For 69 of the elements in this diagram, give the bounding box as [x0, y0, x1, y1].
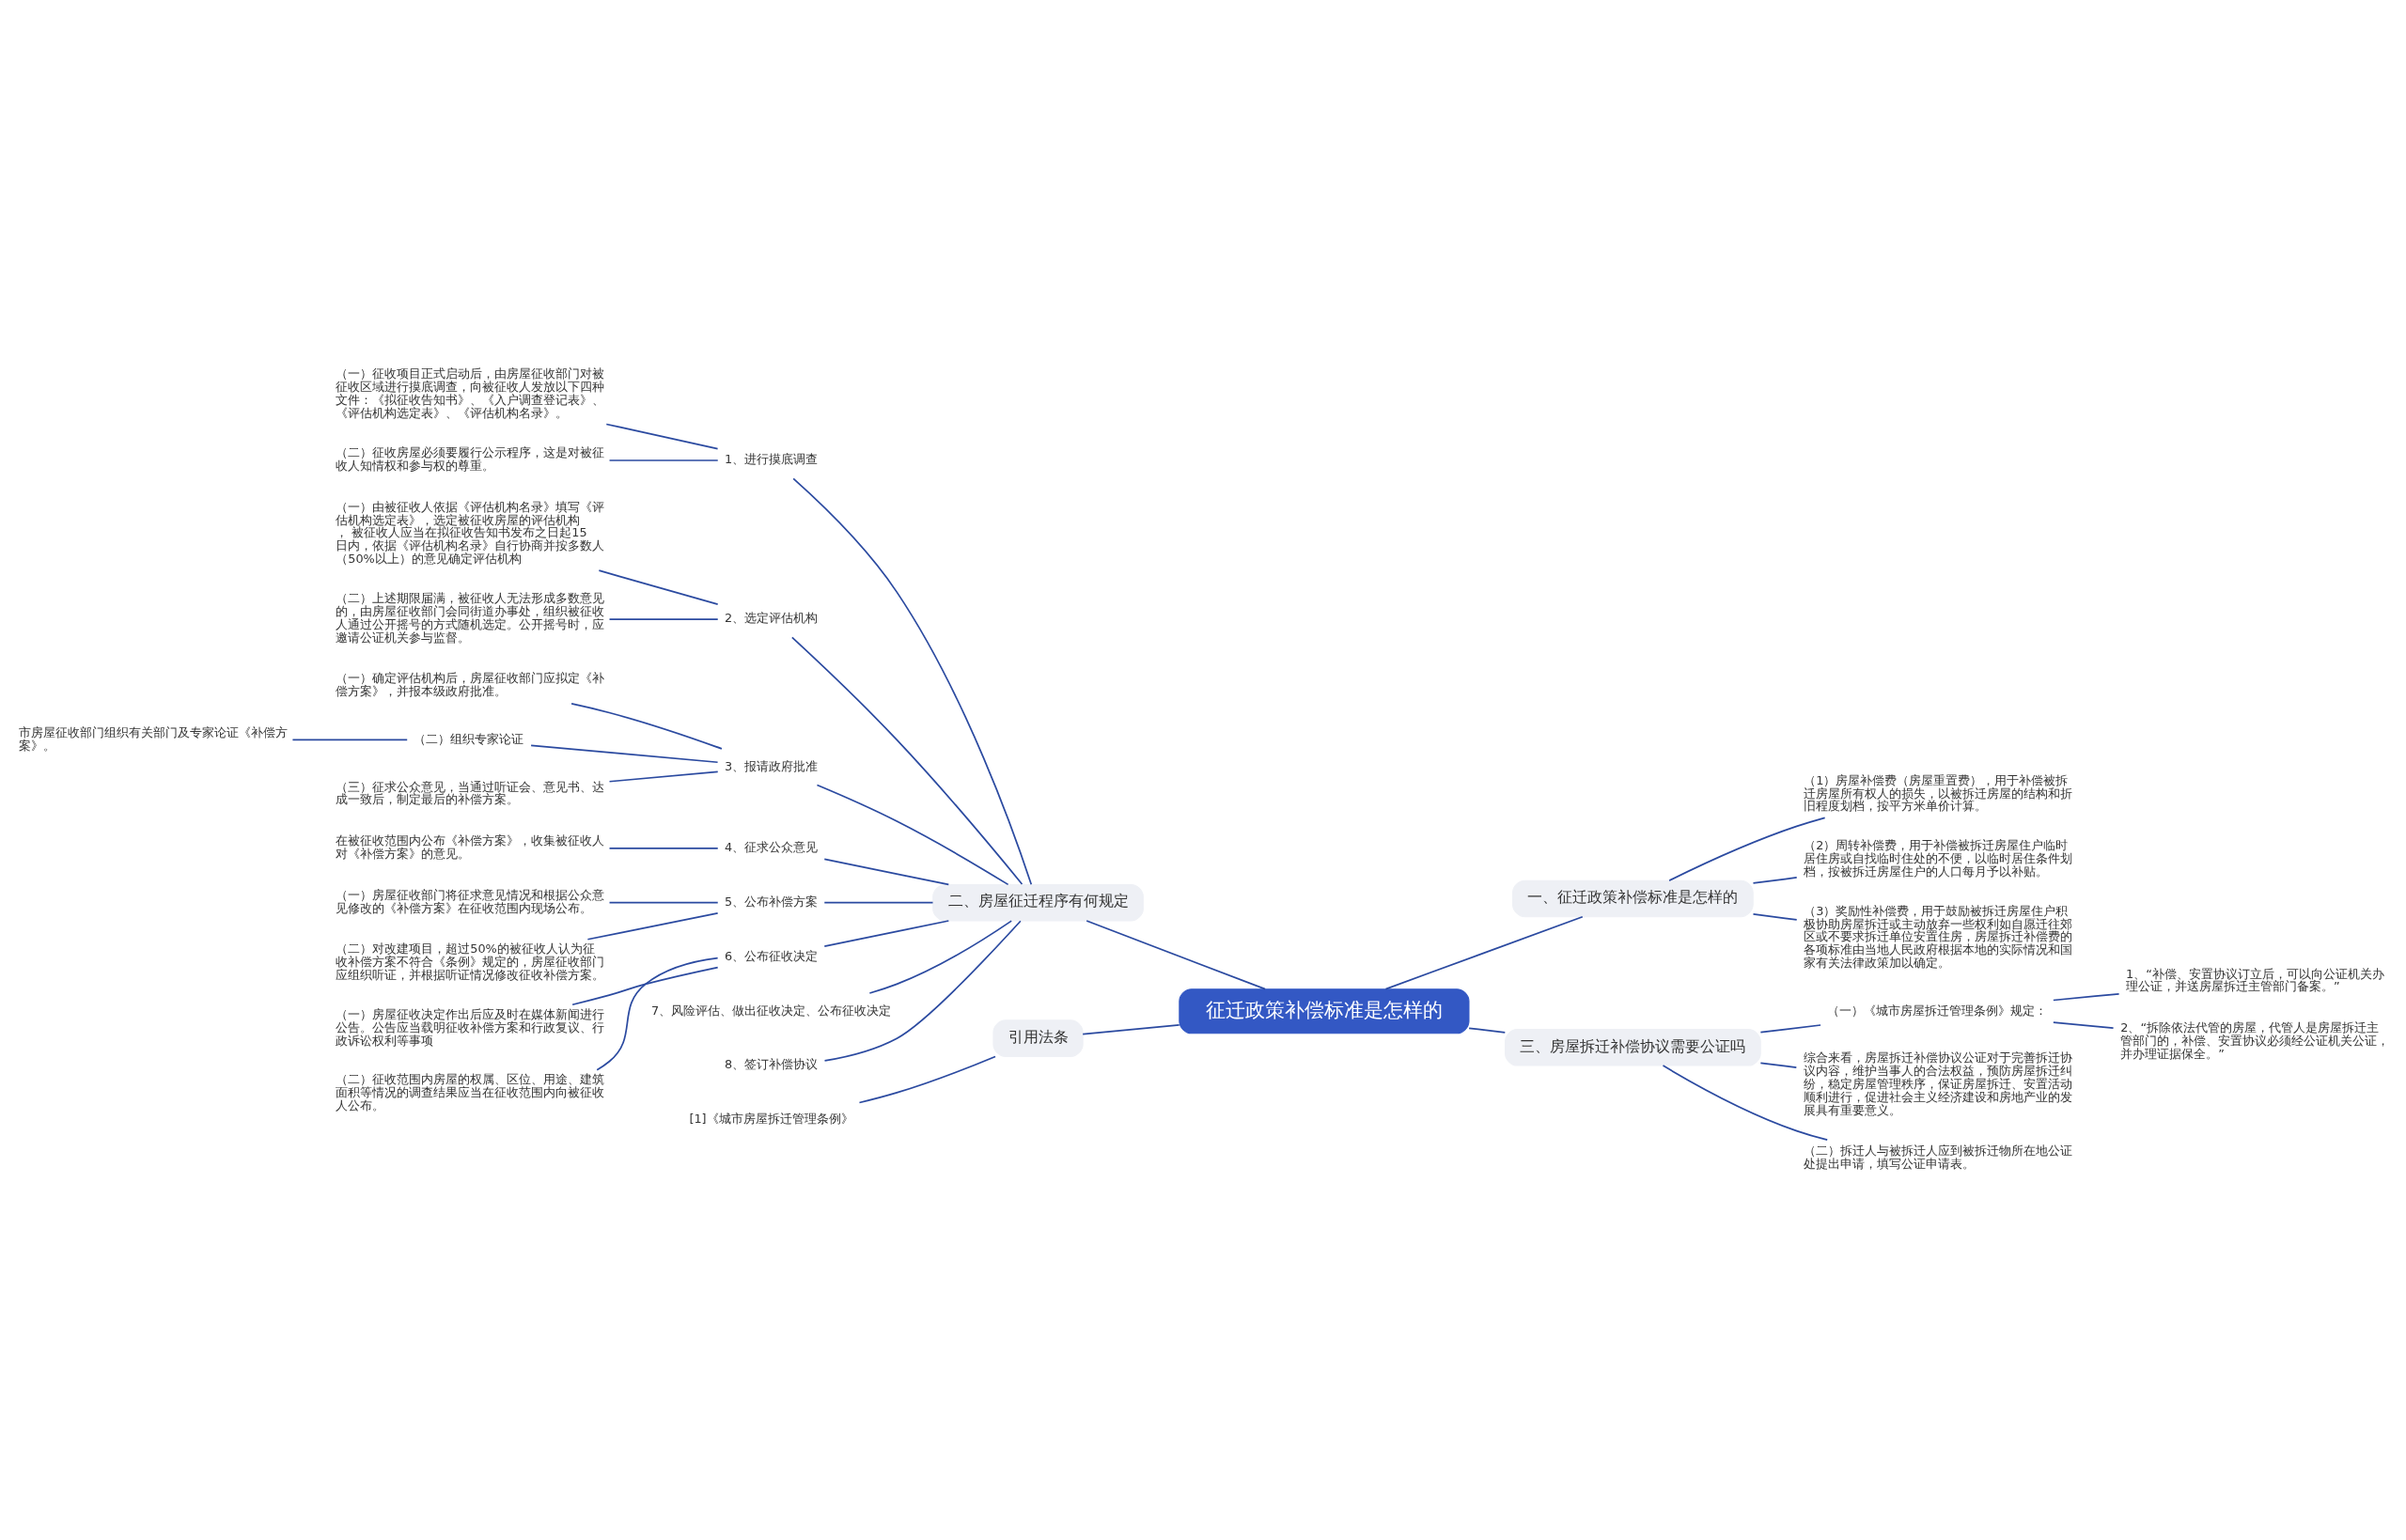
connector — [570, 703, 723, 750]
node-box: 引用法条 — [992, 1019, 1084, 1057]
node-text: （二）征收范围内房屋的权属、区位、用途、建筑面积等情况的调查结果应当在征收范围内向被征收人公布。 — [336, 1072, 605, 1113]
node-text: （一）房屋征收部门将征求意见情况和根据公众意见修改的《补偿方案》在征收范围内现场公布。 — [336, 888, 605, 915]
connector — [792, 477, 1033, 886]
connector — [1662, 1065, 1829, 1142]
node-box: 一、征迁政策补偿标准是怎样的 — [1511, 879, 1754, 918]
node-box: 二、房屋征迁程序有何规定 — [932, 883, 1144, 922]
node-text: 7、风险评估、做出征收决定、公布征收决定 — [650, 1003, 892, 1018]
connector — [858, 1055, 996, 1104]
connector — [2053, 992, 2120, 1002]
connector — [586, 912, 719, 941]
connector — [608, 848, 719, 849]
connector — [790, 636, 1023, 885]
connector — [608, 901, 719, 904]
node-text: （二）征收房屋必须要履行公示程序，这是对被征收人知情权和参与权的尊重。 — [336, 445, 605, 474]
connector — [823, 920, 1022, 1062]
node-text: （二）对改建项目，超过50%的被征收人认为征收补偿方案不符合《条例》规定的，房屋征收部门应组织听证，并根据听证情况修改征收补偿方案。 — [336, 941, 605, 983]
node-text: （一）征收项目正式启动后，由房屋征收部门对被征收区域进行摸底调查，向被征收人发放以下四种文件：《拟征收告知书》、《入户调查登记表》、《评估机构选定表》、《评估机构名录》。 — [336, 366, 605, 420]
node-text: （一）确定评估机构后，房屋征收部门应拟定《补偿方案》，并报本级政府批准。 — [336, 670, 605, 698]
node-text: （一）《城市房屋拆迁管理条例》规定： — [1826, 1003, 2047, 1018]
node-text: （1）房屋补偿费（房屋重置费），用于补偿被拆迁房屋所有权人的损失，以被拆迁房屋的结构和折旧程度划档，按平方米单价计算。 — [1804, 772, 2073, 814]
node-text: 4、征求公众意见 — [724, 840, 819, 855]
node-text: （2）周转补偿费，用于补偿被拆迁房屋住户临时居住房或自找临时住处的不便，以临时居住条件划档，按被拆迁房屋住户的人口每月予以补贴。 — [1804, 838, 2073, 879]
connector — [1759, 1024, 1821, 1034]
node-text: 5、公布补偿方案 — [724, 894, 819, 910]
node-text: （二）上述期限届满，被征收人无法形成多数意见的，由房屋征收部门会同街道办事处，组织被征收人通过公开摇号的方式随机选定。公开摇号时，应邀请公证机关参与监督。 — [336, 591, 605, 646]
node-text: 1、“补偿、安置协议订立后，可以向公证机关办理公证，并送房屋拆迁主管部门备案。” — [2126, 966, 2384, 994]
node-box: 征迁政策补偿标准是怎样的 — [1179, 988, 1470, 1034]
connector — [598, 569, 719, 605]
connector — [1384, 915, 1584, 990]
connector — [1468, 1027, 1507, 1034]
node-text: （一）房屋征收决定作出后应及时在媒体新闻进行公告。公告应当载明征收补偿方案和行政复议、行政诉讼权利等事项 — [336, 1006, 605, 1048]
connector — [823, 901, 934, 904]
node-text: （三）征求公众意见，当通过听证会、意见书、达成一致后，制定最后的补偿方案。 — [336, 779, 605, 807]
node-text: （二）组织专家论证 — [414, 731, 524, 746]
connector — [530, 744, 719, 764]
node-text: 综合来看，房屋拆迁补偿协议公证对于完善拆迁协议内容，维护当事人的合法权益，预防房屋拆迁纠纷，稳定房屋管理秩序，保证房屋拆迁、安置活动顺利进行，促进社会主义经济建设和房地产业的发展具有重要意义。 — [1804, 1050, 2073, 1117]
connector — [608, 618, 719, 620]
node-box: 三、房屋拆迁补偿协议需要公证吗 — [1504, 1029, 1761, 1066]
node-text: 6、公布征收决定 — [724, 948, 819, 963]
connector — [1086, 920, 1266, 990]
connector — [1082, 1024, 1180, 1035]
node-text: 8、签订补偿协议 — [724, 1057, 819, 1072]
node-text: 在被征收范围内公布《补偿方案》，收集被征收人对《补偿方案》的意见。 — [336, 833, 605, 862]
node-text: （二）拆迁人与被拆迁人应到被拆迁物所在地公证处提出申请，填写公证申请表。 — [1804, 1143, 2073, 1171]
connector — [823, 920, 950, 947]
connector — [816, 784, 1009, 886]
connector — [571, 966, 719, 1006]
connector — [605, 423, 719, 450]
node-text: （一）由被征收人依据《评估机构名录》填写《评估机构选定表》，选定被征收房屋的评估机构， 被征收人应当在拟征收告知书发布之日起15日内，依据《评估机构名录》自行协商并按多数人（50%以上）的意见确定评估机构 — [336, 499, 605, 567]
connector — [868, 920, 1013, 994]
connector — [2053, 1021, 2115, 1029]
connector — [1759, 1062, 1798, 1068]
node-text: [1]《城市房屋拆迁管理条例》 — [689, 1112, 853, 1127]
node-text: 2、选定评估机构 — [724, 611, 819, 626]
connector — [1752, 913, 1798, 921]
node-text: （3）奖励性补偿费，用于鼓励被拆迁房屋住户积极协助房屋拆迁或主动放弃一些权利如自愿迁往郊区或不要求拆迁单位安置住房，房屋拆迁补偿费的各项标准由当地人民政府根据本地的实际情况和国家有关法律政策加以确定。 — [1804, 903, 2073, 971]
connector — [1752, 877, 1798, 884]
node-text: 1、进行摸底调查 — [724, 452, 819, 467]
connector — [823, 858, 950, 886]
connector — [608, 770, 719, 783]
connector — [596, 957, 719, 1071]
node-text: 2、“拆除依法代管的房屋，代管人是房屋拆迁主管部门的，补偿、安置协议必须经公证机关公证，并办理证据保全。” — [2120, 1019, 2390, 1061]
node-text: 3、报请政府批准 — [724, 758, 819, 773]
connector — [1668, 817, 1826, 881]
connector — [291, 739, 409, 741]
connector — [608, 459, 719, 461]
node-text: 市房屋征收部门组织有关部门及专家论证《补偿方案》。 — [19, 724, 289, 753]
